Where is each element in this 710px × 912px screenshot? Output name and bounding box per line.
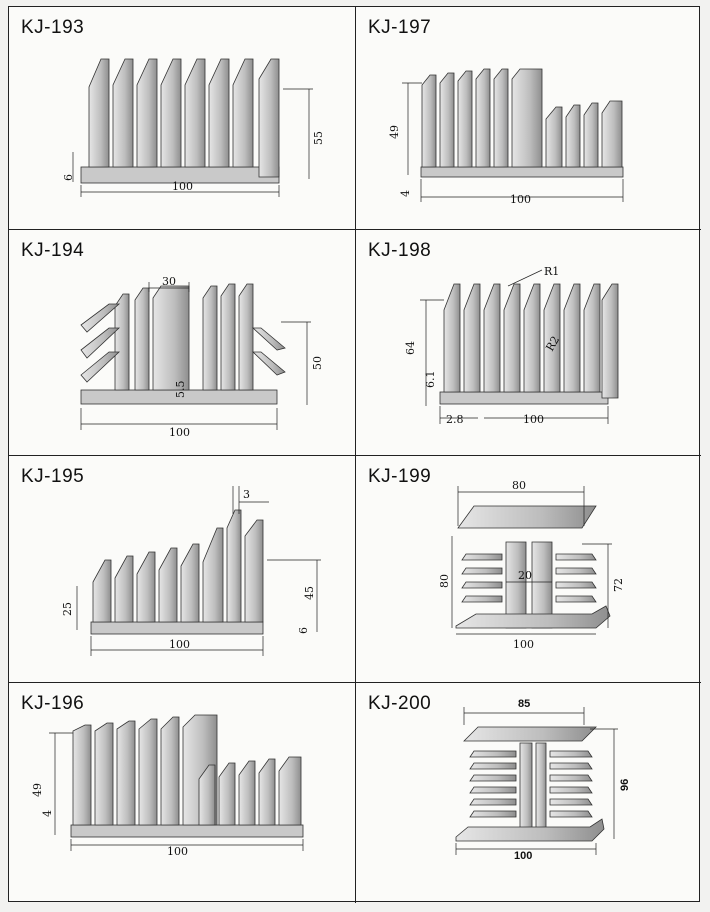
product-title: KJ-197 — [368, 17, 432, 38]
dim-base: 4 — [399, 190, 412, 197]
product-cell-kj197: KJ-197 100 49 4 — [356, 7, 701, 230]
dim-height2: 72 — [612, 578, 625, 592]
dim-height: 96 — [619, 779, 631, 791]
product-title: KJ-194 — [21, 240, 85, 261]
dim-fin: 3 — [243, 488, 250, 501]
heatsink-profile — [455, 505, 611, 629]
dim-base: 6.1 — [424, 371, 437, 389]
heatsink-kj193-drawing: 100 55 6 — [62, 58, 325, 197]
heatsink-kj198-drawing: R1 R2 64 6.1 100 2.8 — [404, 265, 619, 426]
dim-height: 45 — [303, 586, 316, 600]
dim-height: 49 — [31, 783, 44, 797]
heatsink-fins — [92, 509, 264, 623]
heatsink-kj199-drawing: 80 80 72 20 100 — [438, 479, 625, 651]
dim-width: 100 — [523, 413, 544, 426]
dim-base: 5.5 — [174, 381, 187, 399]
product-title: KJ-200 — [368, 693, 432, 714]
product-cell-kj194: KJ-194 30 100 — [9, 230, 356, 456]
heatsink-kj200-drawing: 85 96 100 — [455, 698, 631, 862]
heatsink-base — [439, 391, 609, 405]
dim-height: 80 — [438, 574, 451, 588]
heatsink-base — [70, 824, 304, 838]
heatsink-profile — [455, 726, 605, 842]
dim-base: 6 — [62, 174, 75, 181]
dim-base: 6 — [297, 627, 310, 634]
heatsink-kj194-drawing: 30 100 50 5.5 — [80, 275, 324, 439]
dim-height: 55 — [312, 131, 325, 145]
heatsink-fins — [72, 714, 302, 826]
dim-height2: 25 — [61, 602, 74, 616]
dim-base: 4 — [41, 810, 54, 817]
dim-gap: 30 — [162, 275, 176, 288]
dim-width: 100 — [510, 193, 531, 206]
dim-top: 85 — [518, 698, 530, 710]
product-title: KJ-198 — [368, 240, 432, 261]
dim-height: 50 — [311, 356, 324, 370]
product-title: KJ-196 — [21, 693, 85, 714]
dim-center: 20 — [518, 569, 532, 582]
product-title: KJ-193 — [21, 17, 85, 38]
product-cell-kj198: KJ-198 R1 R2 64 6.1 100 — [356, 230, 701, 456]
heatsink-fins — [421, 68, 623, 168]
heatsink-kj195-drawing: 3 100 45 25 6 — [61, 486, 321, 656]
heatsink-fins — [80, 283, 286, 391]
dim-top: 80 — [512, 479, 526, 492]
heatsink-base — [90, 621, 264, 635]
dim-height: 49 — [388, 125, 401, 139]
heatsink-kj197-drawing: 100 49 4 — [388, 68, 624, 206]
product-title: KJ-195 — [21, 466, 85, 487]
heatsink-fins — [88, 58, 280, 178]
dim-width: 100 — [169, 426, 190, 439]
heatsink-fins — [443, 283, 619, 399]
product-catalog-grid: KJ-193 100 55 6 — [8, 6, 701, 903]
dim-height: 64 — [404, 341, 417, 355]
dim-radius1: R1 — [544, 265, 559, 278]
dim-offset: 2.8 — [446, 413, 464, 426]
heatsink-base — [420, 166, 624, 178]
product-cell-kj196: KJ-196 100 49 4 — [9, 683, 356, 903]
product-cell-kj195: KJ-195 3 100 45 — [9, 456, 356, 683]
dim-width: 100 — [172, 180, 193, 193]
dim-width: 100 — [167, 845, 188, 858]
product-cell-kj193: KJ-193 100 55 6 — [9, 7, 356, 230]
dim-width: 100 — [513, 638, 534, 651]
dim-width: 100 — [514, 850, 532, 862]
product-cell-kj200: KJ-200 85 — [356, 683, 701, 903]
product-title: KJ-199 — [368, 466, 432, 487]
heatsink-kj196-drawing: 100 49 4 — [31, 714, 304, 858]
dim-width: 100 — [169, 638, 190, 651]
product-cell-kj199: KJ-199 80 80 — [356, 456, 701, 683]
